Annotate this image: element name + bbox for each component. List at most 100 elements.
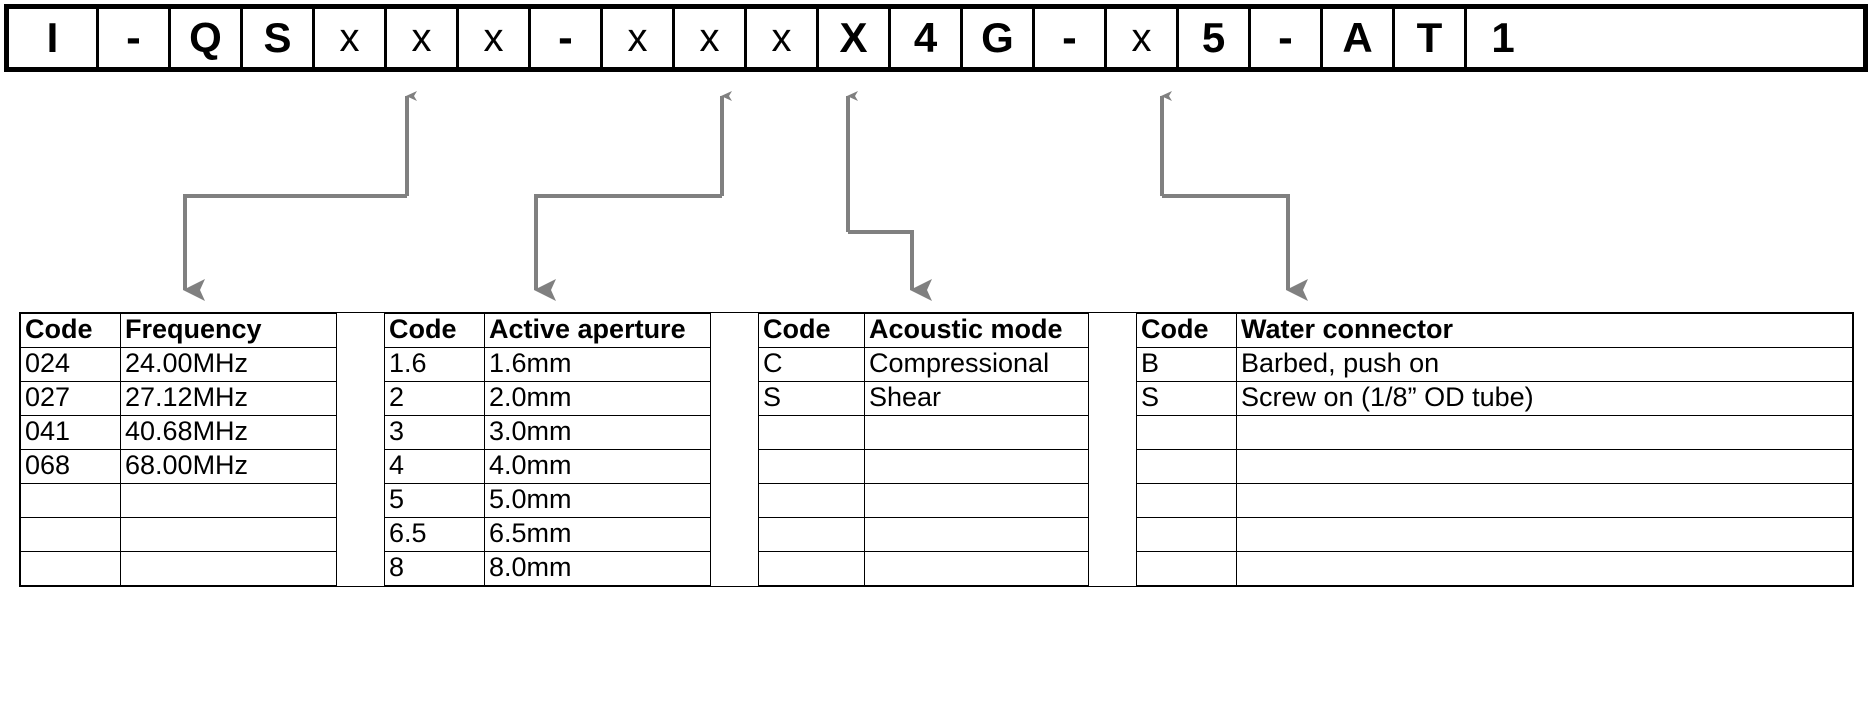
cell-water-code: S bbox=[1136, 381, 1237, 416]
cell-aperture-code: 4 bbox=[384, 449, 485, 484]
cell-acoustic-code bbox=[758, 551, 865, 586]
cell-frequency-value: 24.00MHz bbox=[120, 347, 337, 382]
leader-aperture-down bbox=[534, 194, 722, 301]
column-spacer bbox=[710, 381, 759, 416]
cell-aperture-code: 6.5 bbox=[384, 517, 485, 552]
column-spacer bbox=[336, 449, 385, 484]
cell-water-code bbox=[1136, 551, 1237, 586]
cell-frequency-code: 024 bbox=[20, 347, 121, 382]
column-spacer bbox=[710, 517, 759, 552]
part-number-char-12: 4 bbox=[891, 9, 963, 67]
part-number-char-16: 5 bbox=[1179, 9, 1251, 67]
header-water-code: Code bbox=[1136, 313, 1237, 348]
cell-water-code bbox=[1136, 415, 1237, 450]
cell-acoustic-value: Compressional bbox=[864, 347, 1089, 382]
column-spacer bbox=[710, 551, 759, 586]
column-spacer bbox=[336, 415, 385, 450]
leader-water-down bbox=[1162, 194, 1308, 301]
part-number-char-9: x bbox=[675, 9, 747, 67]
cell-acoustic-code bbox=[758, 483, 865, 518]
column-spacer bbox=[1088, 313, 1137, 348]
column-spacer bbox=[710, 415, 759, 450]
cell-water-code bbox=[1136, 517, 1237, 552]
cell-aperture-code: 5 bbox=[384, 483, 485, 518]
cell-aperture-value: 1.6mm bbox=[484, 347, 711, 382]
part-number-char-14: - bbox=[1035, 9, 1107, 67]
cell-acoustic-value bbox=[864, 449, 1089, 484]
part-number-char-19: T bbox=[1395, 9, 1467, 67]
part-number-char-11: X bbox=[819, 9, 891, 67]
part-number-char-17: - bbox=[1251, 9, 1323, 67]
cell-aperture-code: 2 bbox=[384, 381, 485, 416]
cell-aperture-value: 6.5mm bbox=[484, 517, 711, 552]
column-spacer bbox=[1088, 483, 1137, 518]
cell-acoustic-value bbox=[864, 483, 1089, 518]
column-spacer bbox=[710, 449, 759, 484]
cell-water-value bbox=[1236, 449, 1853, 484]
part-number-char-8: x bbox=[603, 9, 675, 67]
option-tables: Code Frequency Code Active aperture Code… bbox=[19, 312, 1854, 587]
cell-acoustic-value: Shear bbox=[864, 381, 1089, 416]
cell-water-value bbox=[1236, 415, 1853, 450]
cell-aperture-value: 4.0mm bbox=[484, 449, 711, 484]
cell-aperture-value: 2.0mm bbox=[484, 381, 711, 416]
cell-acoustic-code bbox=[758, 415, 865, 450]
cell-frequency-code: 027 bbox=[20, 381, 121, 416]
cell-frequency-value: 68.00MHz bbox=[120, 449, 337, 484]
cell-water-code: B bbox=[1136, 347, 1237, 382]
part-number-char-0: I bbox=[9, 9, 99, 67]
cell-water-value bbox=[1236, 517, 1853, 552]
cell-acoustic-value bbox=[864, 415, 1089, 450]
column-spacer bbox=[710, 313, 759, 348]
column-spacer bbox=[336, 551, 385, 586]
column-spacer bbox=[710, 347, 759, 382]
part-number-char-7: - bbox=[531, 9, 603, 67]
cell-acoustic-value bbox=[864, 551, 1089, 586]
cell-water-value bbox=[1236, 551, 1853, 586]
cell-frequency-code bbox=[20, 517, 121, 552]
cell-frequency-value bbox=[120, 483, 337, 518]
column-spacer bbox=[1088, 551, 1137, 586]
part-number-char-18: A bbox=[1323, 9, 1395, 67]
leader-acoustic-down bbox=[848, 230, 932, 301]
column-spacer bbox=[336, 313, 385, 348]
cell-frequency-code: 068 bbox=[20, 449, 121, 484]
column-spacer bbox=[1088, 415, 1137, 450]
part-number-char-2: Q bbox=[171, 9, 243, 67]
column-spacer bbox=[710, 483, 759, 518]
cell-frequency-value bbox=[120, 517, 337, 552]
header-frequency-value: Frequency bbox=[120, 313, 337, 348]
column-spacer bbox=[1088, 517, 1137, 552]
cell-frequency-code: 041 bbox=[20, 415, 121, 450]
cell-frequency-code bbox=[20, 483, 121, 518]
part-number-char-13: G bbox=[963, 9, 1035, 67]
cell-frequency-value: 27.12MHz bbox=[120, 381, 337, 416]
cell-acoustic-value bbox=[864, 517, 1089, 552]
table-header-row: Code Frequency Code Active aperture Code… bbox=[20, 313, 1853, 348]
cell-aperture-code: 3 bbox=[384, 415, 485, 450]
column-spacer bbox=[336, 483, 385, 518]
part-number-char-3: S bbox=[243, 9, 315, 67]
cell-frequency-value bbox=[120, 551, 337, 586]
cell-water-value bbox=[1236, 483, 1853, 518]
column-spacer bbox=[336, 381, 385, 416]
cell-water-code bbox=[1136, 449, 1237, 484]
header-acoustic-value: Acoustic mode bbox=[864, 313, 1089, 348]
part-number-char-10: x bbox=[747, 9, 819, 67]
header-frequency-code: Code bbox=[20, 313, 121, 348]
cell-aperture-value: 8.0mm bbox=[484, 551, 711, 586]
header-aperture-code: Code bbox=[384, 313, 485, 348]
cell-acoustic-code bbox=[758, 517, 865, 552]
part-number-char-1: - bbox=[99, 9, 171, 67]
cell-water-code bbox=[1136, 483, 1237, 518]
cell-water-value: Barbed, push on bbox=[1236, 347, 1853, 382]
part-number-char-6: x bbox=[459, 9, 531, 67]
